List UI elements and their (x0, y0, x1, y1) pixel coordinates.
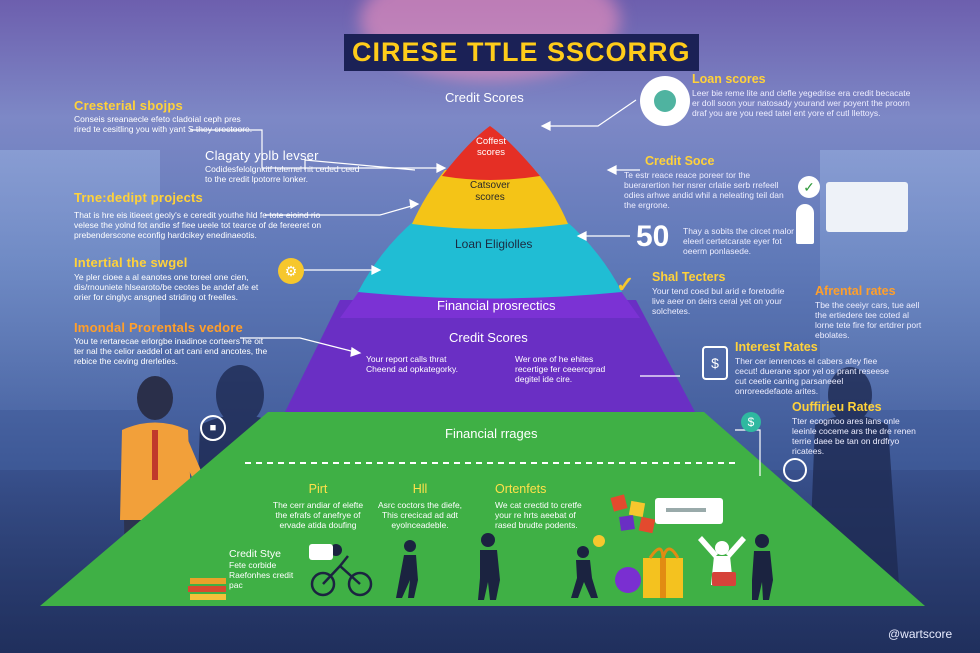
pyramid-tier-1 (442, 126, 540, 180)
walking-person-icon (396, 540, 418, 598)
watermark: @wartscore (888, 627, 953, 641)
left-item-1-title: Cresterial sbojps (74, 98, 183, 113)
right-item-1-title: Loan scores (692, 72, 766, 86)
target-badge-icon (783, 458, 807, 482)
pyramid-section-3-text: We cat crectid to cretfe your re hrts ae… (495, 500, 582, 530)
left-item-5-title: Imondal Prorentals vedore (74, 320, 243, 335)
presenter-figure-icon (796, 204, 814, 244)
businessman-icon (752, 534, 773, 600)
page-title: CIRESE TTLE SSCORRG (344, 34, 699, 71)
credit-style-text: Fete corbide Raefonhes credit pac (229, 560, 294, 590)
pyramid-tier-2 (412, 170, 568, 229)
pyramid-credit-style: Credit Stye Fete corbide Raefonhes credi… (229, 548, 309, 590)
cyclist-icon (310, 555, 373, 597)
pyramid-tier-2-label-line1: Catsover (469, 180, 510, 191)
pyramid-section-2-text: Asrc coctors the diefe, This crecicad ad… (377, 500, 463, 530)
gift-box-icon (643, 547, 683, 598)
pyramid-section-3-title: Ortenfets (495, 482, 547, 496)
dollar-badge-icon: $ (741, 412, 761, 432)
left-item-5-text: You te rertarecae erlorgbe inadinoe cort… (74, 336, 268, 366)
pyramid-section-2: Hll Asrc coctors the diefe, This crecica… (375, 482, 465, 530)
pyramid-tier-5-right-text: Wer one of he ehites recertige fer ceeer… (515, 354, 606, 384)
pyramid-tier-2-label: Catsover scores (460, 180, 520, 204)
right-item-2-text: Te estr reace reace poreer tor the buera… (624, 170, 784, 210)
standing-person-icon (478, 533, 500, 600)
right-item-7-title: Ouffirieu Rates (792, 400, 882, 414)
pyramid-tier-2-label-line2: scores (475, 192, 505, 203)
gears-icon: ⚙ (278, 258, 304, 284)
coin-icon (593, 535, 605, 547)
pyramid-section-1: Pirt The cerr andiar of elefte the efraf… (268, 482, 368, 530)
tag-card-icon (655, 498, 723, 524)
lock-badge-icon: ■ (200, 415, 226, 441)
check-mark-icon: ✓ (616, 272, 635, 297)
right-item-4-title: Shal Tecters (652, 270, 726, 284)
pyramid-tier-5-left-text: Your report calls thrat Cheend ad opkate… (366, 354, 458, 374)
pyramid-top-label: Credit Scores (445, 90, 524, 105)
left-item-3-title: Trne:dedipt projects (74, 190, 203, 205)
pyramid-section-1-title: Pirt (308, 482, 328, 496)
card-icon (712, 572, 736, 586)
pyramid-section-2-title: Hll (412, 482, 428, 496)
left-item-4-text: Ye pler cioee a al eanotes one toreel on… (74, 272, 259, 302)
right-item-4-text: Your tend coed bul arid e foretodrie liv… (652, 286, 785, 316)
pyramid-tier-3-label: Loan Eligiolles (455, 237, 533, 251)
pyramid-tier-3 (358, 220, 622, 299)
credit-style-title: Credit Stye (229, 548, 281, 560)
left-item-2-text: Codidesfelolgnkitf telemel nit ceded cee… (205, 164, 360, 184)
pyramid-section-3: Ortenfets We cat crectid to cretfe your … (495, 482, 587, 530)
left-item-3-text: That is hre eis itieeet geoly's e ceredi… (74, 210, 322, 240)
right-item-7-text: Tter ecogmoo ares lans onle leeinle coce… (792, 416, 916, 456)
left-item-1-text: Conseis sreanaecle efeto cladoial ceph p… (74, 114, 253, 134)
right-item-6-title: Interest Rates (735, 340, 818, 354)
pyramid-tier-1-label: Coffest scores (476, 136, 506, 158)
pyramid-tier-5 (285, 300, 695, 412)
chat-bubble-icon (309, 544, 333, 560)
pyramid-tier-4 (340, 290, 640, 318)
right-item-5-title: Afrental rates (815, 284, 896, 298)
colored-tags-icon (610, 494, 656, 534)
loan-scores-icon-inner (654, 90, 676, 112)
right-item-3-text: Thay a sobits the circet malor eleerl ce… (683, 226, 795, 256)
right-item-6-text: Ther cer ienrences el cabers afey fiee c… (735, 356, 890, 396)
book-stack-icon (188, 578, 226, 600)
right-item-3-number: 50 (636, 220, 670, 253)
pyramid-tier-4-label: Financial prosrectics (437, 298, 556, 313)
pyramid-tier-6 (40, 412, 925, 606)
checkmark-badge-icon: ✓ (798, 176, 820, 198)
background-window (0, 150, 160, 410)
right-item-1-text: Leer bie reme lite and clefle yegedrise … (692, 88, 911, 118)
presenter-board-icon (826, 182, 908, 232)
right-item-2-title: Credit Soce (645, 154, 715, 168)
left-item-4-title: Intertial the swgel (74, 255, 188, 270)
ball-icon (615, 567, 641, 593)
interest-rate-icon: $ (702, 346, 728, 380)
pyramid-tier-6-label: Financial rrages (445, 426, 538, 441)
right-item-5-text: Tbe the ceeiyr cars, tue aell the ertied… (815, 300, 922, 340)
pyramid-tier-5-label: Credit Scores (449, 330, 528, 345)
left-item-2-title: Clagaty yolb levser (205, 148, 319, 163)
pyramid-section-1-text: The cerr andiar of elefte the efrafs of … (272, 500, 364, 530)
dancing-person-icon (571, 546, 598, 598)
